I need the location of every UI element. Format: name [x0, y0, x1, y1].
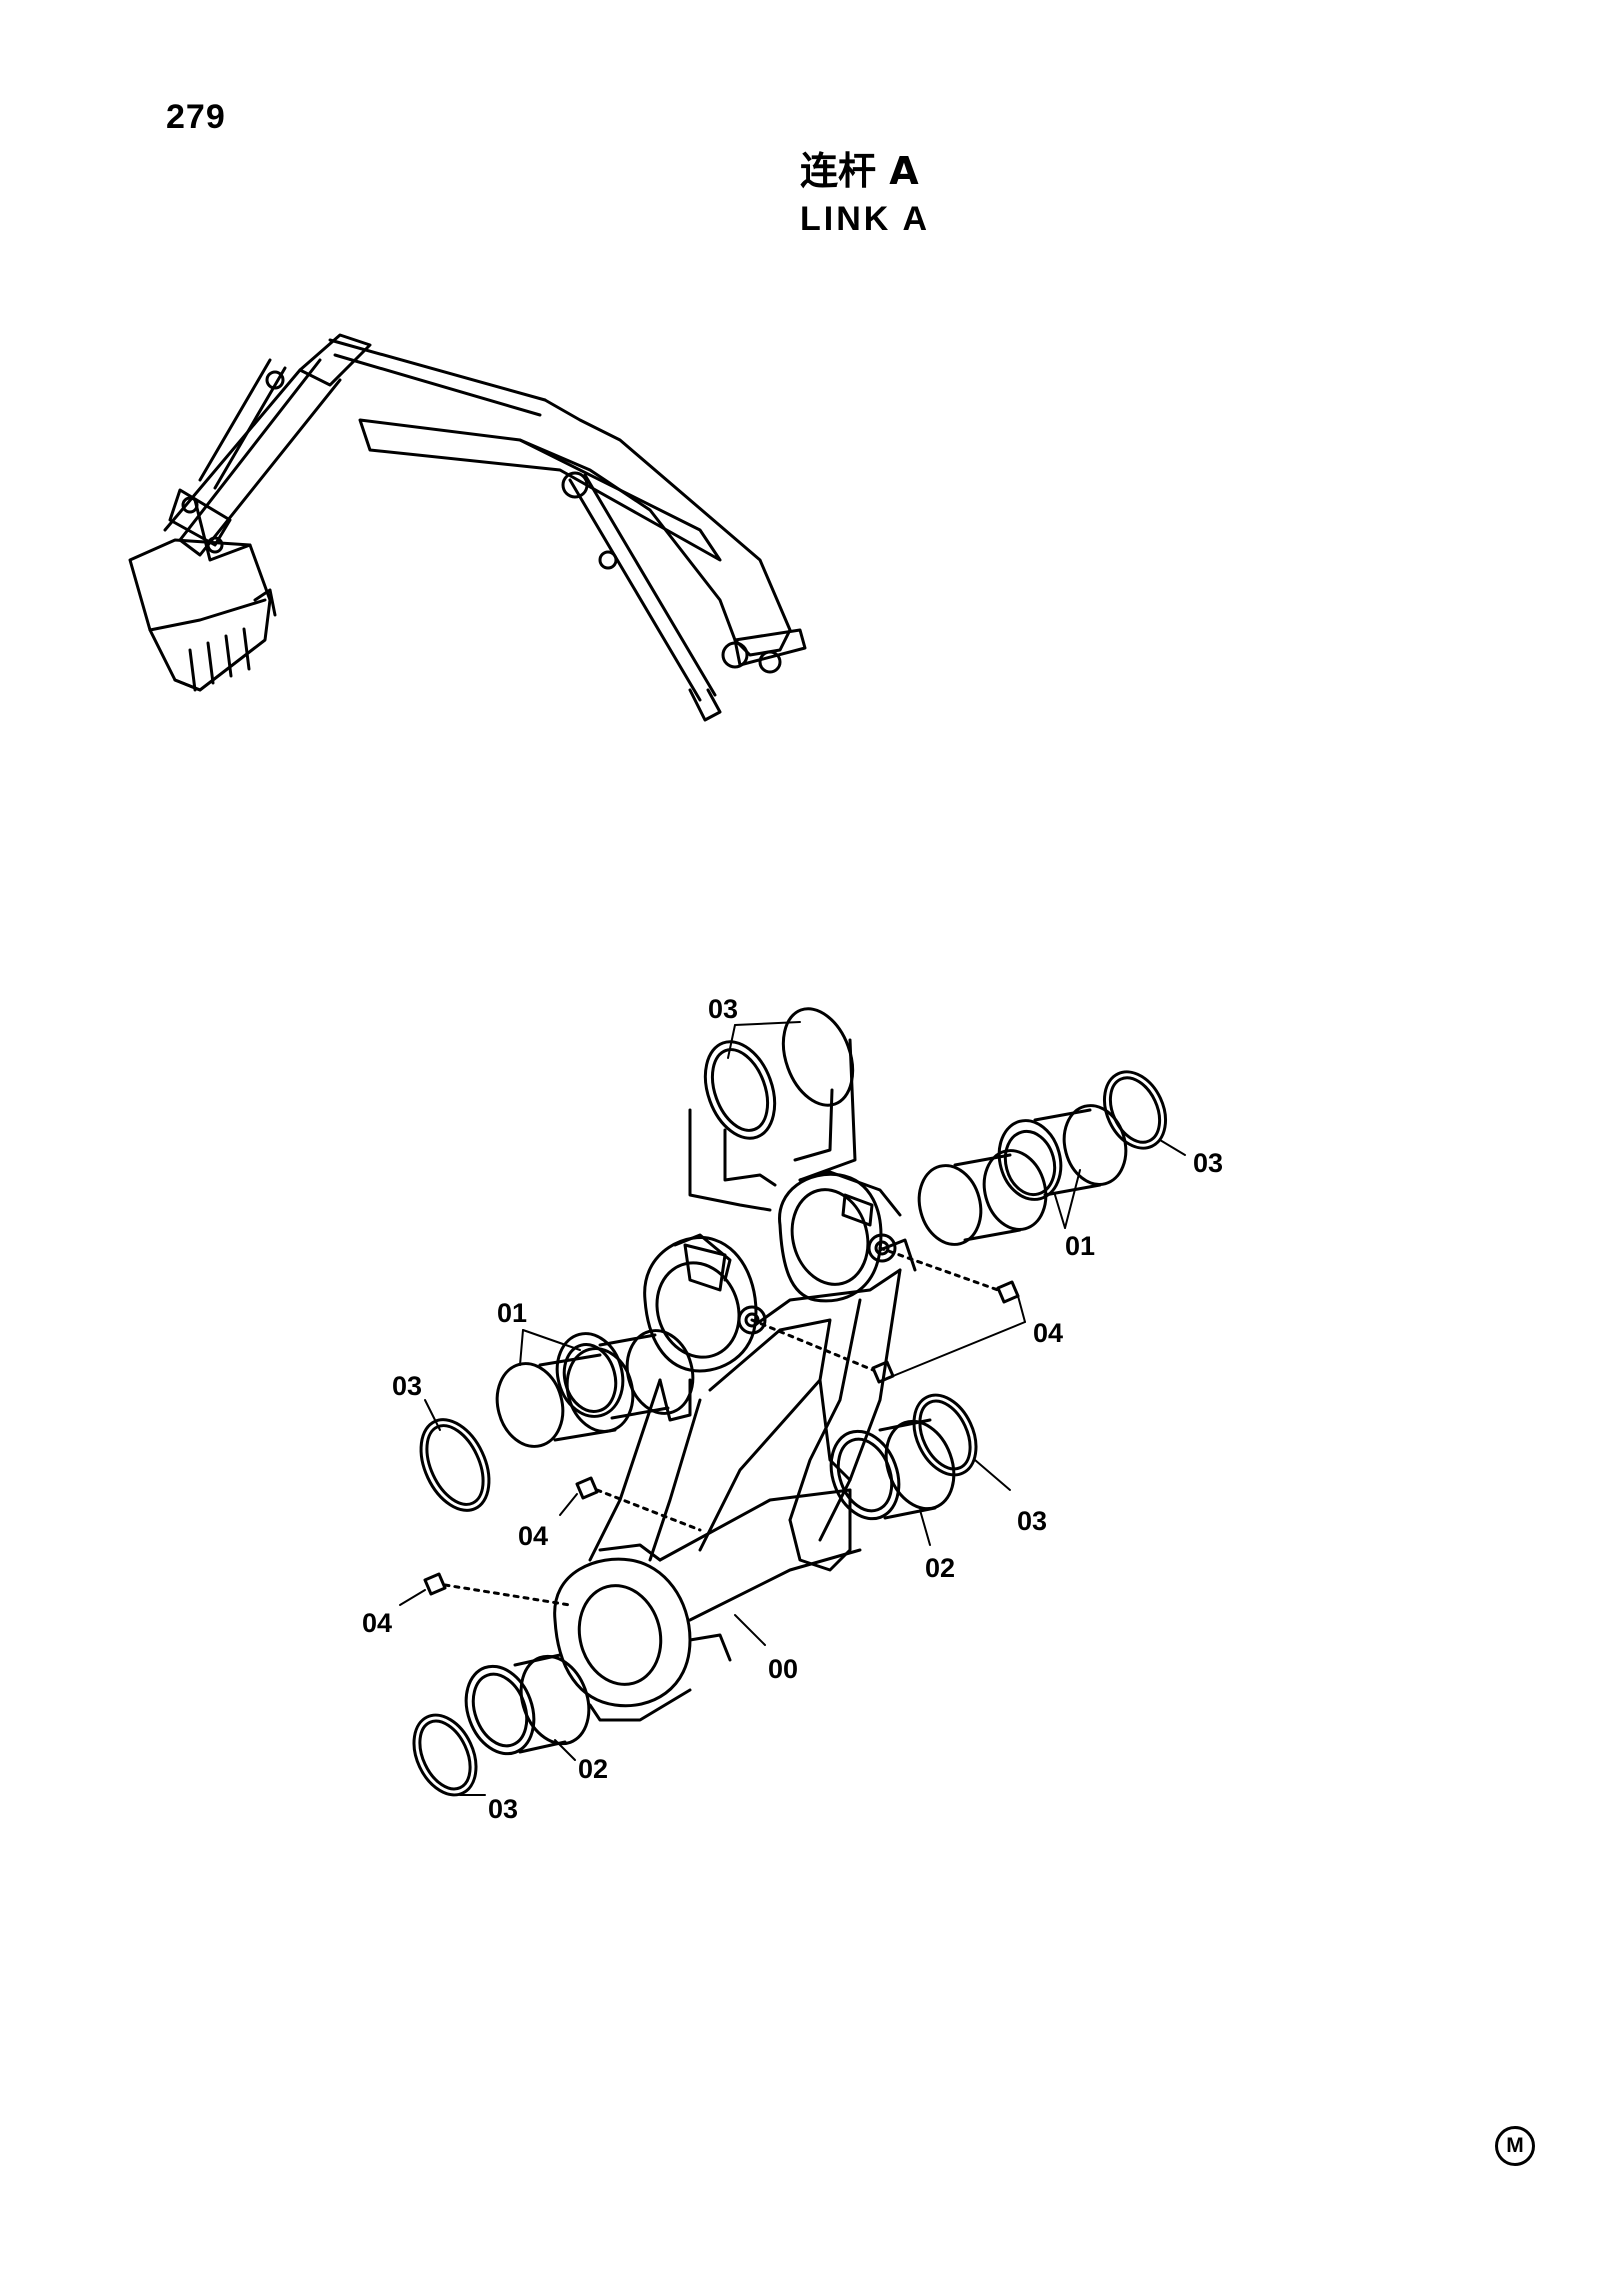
callout-04-left-low: 04	[362, 1608, 392, 1638]
grease-fittings-04	[423, 1246, 1020, 1607]
callout-03-top: 03	[708, 994, 738, 1024]
seal-03-top-pair	[688, 1007, 857, 1212]
callout-00: 00	[768, 1654, 798, 1684]
page-title-english: LINK A	[800, 200, 931, 238]
bushing-01-right-pair	[917, 1104, 1128, 1246]
callout-01-left: 01	[497, 1298, 527, 1328]
callout-01-right: 01	[1065, 1231, 1095, 1261]
callout-03-right-top: 03	[1193, 1148, 1223, 1178]
corner-mark-circle-m: M	[1495, 2126, 1535, 2166]
excavator-overview-illustration	[128, 333, 807, 722]
seal-03-right-top	[1103, 1070, 1167, 1150]
seal-03-right-mid	[912, 1393, 978, 1477]
link-a-body	[553, 1170, 917, 1722]
callout-02-right: 02	[925, 1553, 955, 1583]
bushing-01-left-pair	[495, 1329, 695, 1448]
page-title-chinese: 连杆 A	[800, 149, 919, 193]
bushing-02-right	[829, 1418, 956, 1521]
seal-03-bottom	[412, 1713, 478, 1797]
callout-03-bottom: 03	[488, 1794, 518, 1824]
page-number: 279	[166, 98, 226, 136]
callout-02-bottom: 02	[578, 1754, 608, 1784]
leader-lines	[399, 1021, 1186, 1796]
callout-04-left-mid: 04	[518, 1521, 548, 1551]
seal-03-left	[419, 1418, 491, 1512]
callout-03-left: 03	[392, 1371, 422, 1401]
callout-03-right-mid: 03	[1017, 1506, 1047, 1536]
bushing-02-bottom	[464, 1653, 591, 1756]
callout-04-right: 04	[1033, 1318, 1063, 1348]
